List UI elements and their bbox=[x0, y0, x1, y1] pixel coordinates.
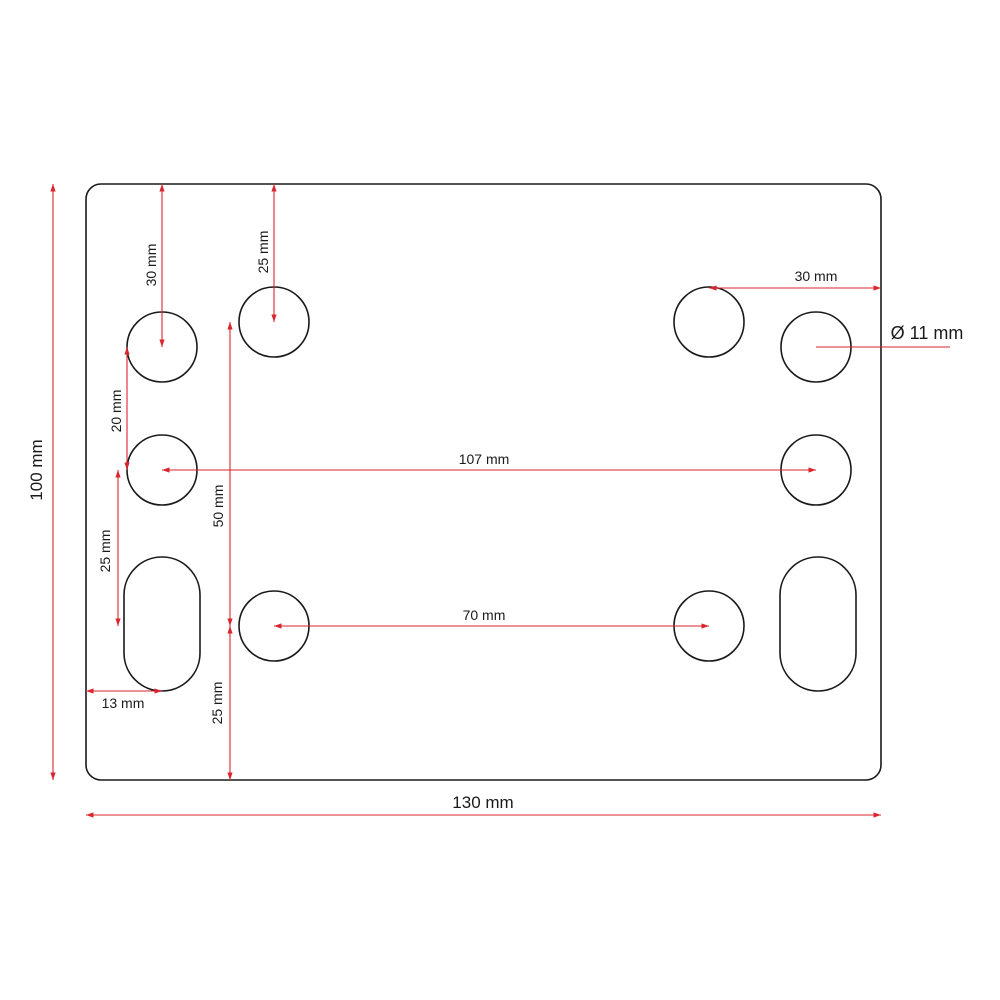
label-hole-to-slot: 25 mm bbox=[97, 530, 113, 573]
label-vertical-hole-spacing: 20 mm bbox=[108, 390, 124, 433]
label-bottom-hole-span: 70 mm bbox=[463, 607, 506, 623]
label-edge-to-slot: 13 mm bbox=[102, 695, 145, 711]
label-top-to-left-hole: 30 mm bbox=[143, 244, 159, 287]
label-overall-height: 100 mm bbox=[27, 439, 46, 500]
label-middle-hole-span: 107 mm bbox=[459, 451, 510, 467]
hole-inner-right-top bbox=[673, 286, 745, 358]
label-hole-diameter: Ø 11 mm bbox=[891, 323, 964, 343]
plate-outline bbox=[85, 183, 882, 781]
label-top-to-inner-hole: 25 mm bbox=[255, 231, 271, 274]
label-bottom-to-inner-hole: 25 mm bbox=[209, 682, 225, 725]
slot-left bbox=[123, 556, 201, 692]
label-overall-width: 130 mm bbox=[452, 793, 513, 812]
label-edge-to-right-hole: 30 mm bbox=[795, 268, 838, 284]
label-inner-hole-spacing: 50 mm bbox=[210, 485, 226, 528]
slot-right bbox=[779, 556, 857, 692]
